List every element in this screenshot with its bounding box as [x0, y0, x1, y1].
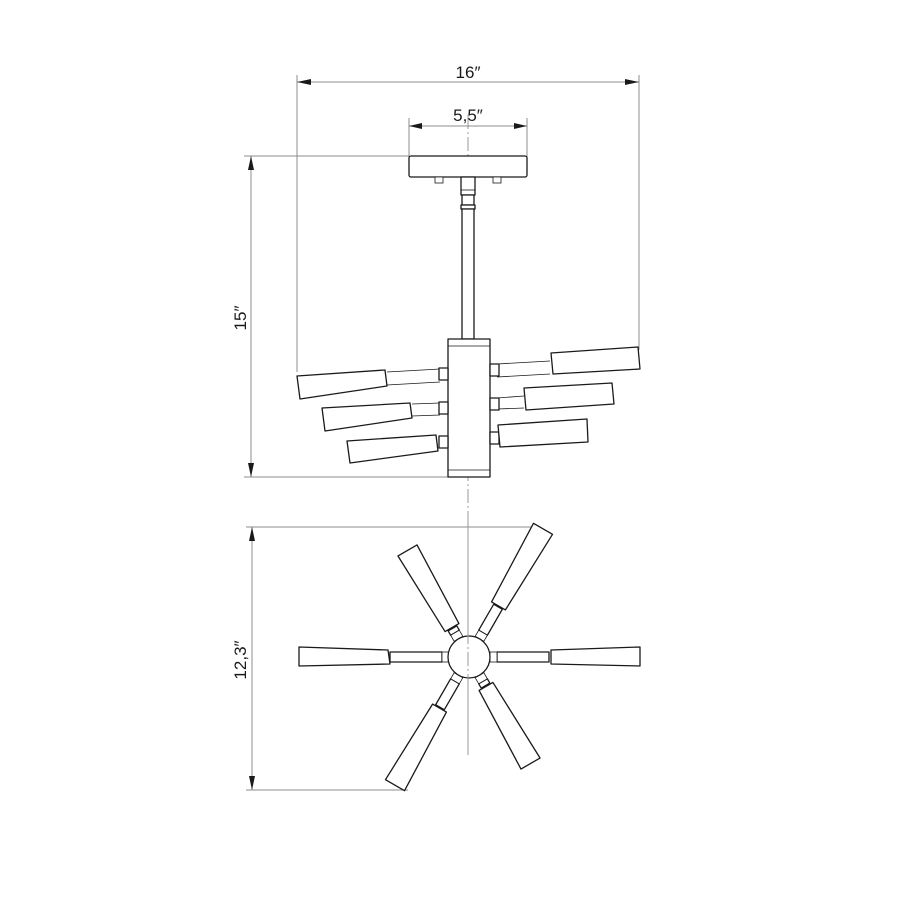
top-arm-upper-right: [474, 522, 554, 642]
canopy: [408, 155, 528, 178]
height-label: 15″: [231, 306, 250, 331]
depth-dimension: [246, 526, 540, 791]
side-view: [296, 155, 641, 478]
left-arm-2: [321, 401, 449, 432]
top-arm-lower-left: [384, 672, 464, 792]
top-arm-upper-left: [397, 544, 464, 642]
canopy-dimension: [408, 118, 528, 157]
body: [447, 338, 491, 478]
canopy-label: 5,5″: [453, 106, 483, 125]
top-view: [298, 522, 641, 792]
left-arm-1: [296, 367, 449, 400]
left-arm-3: [346, 434, 449, 464]
top-arm-right: [489, 646, 641, 667]
width-label: 16″: [456, 63, 481, 82]
top-arm-left: [298, 646, 450, 667]
height-dimension-15: [244, 155, 448, 478]
hub: [447, 635, 491, 679]
right-arm-2: [489, 382, 615, 411]
right-arm-1: [489, 346, 641, 378]
depth-label: 12,3″: [231, 640, 250, 679]
right-arm-3: [489, 418, 589, 448]
top-arm-lower-right: [474, 672, 541, 770]
stem: [461, 208, 475, 340]
width-dimension-16: [296, 75, 640, 372]
